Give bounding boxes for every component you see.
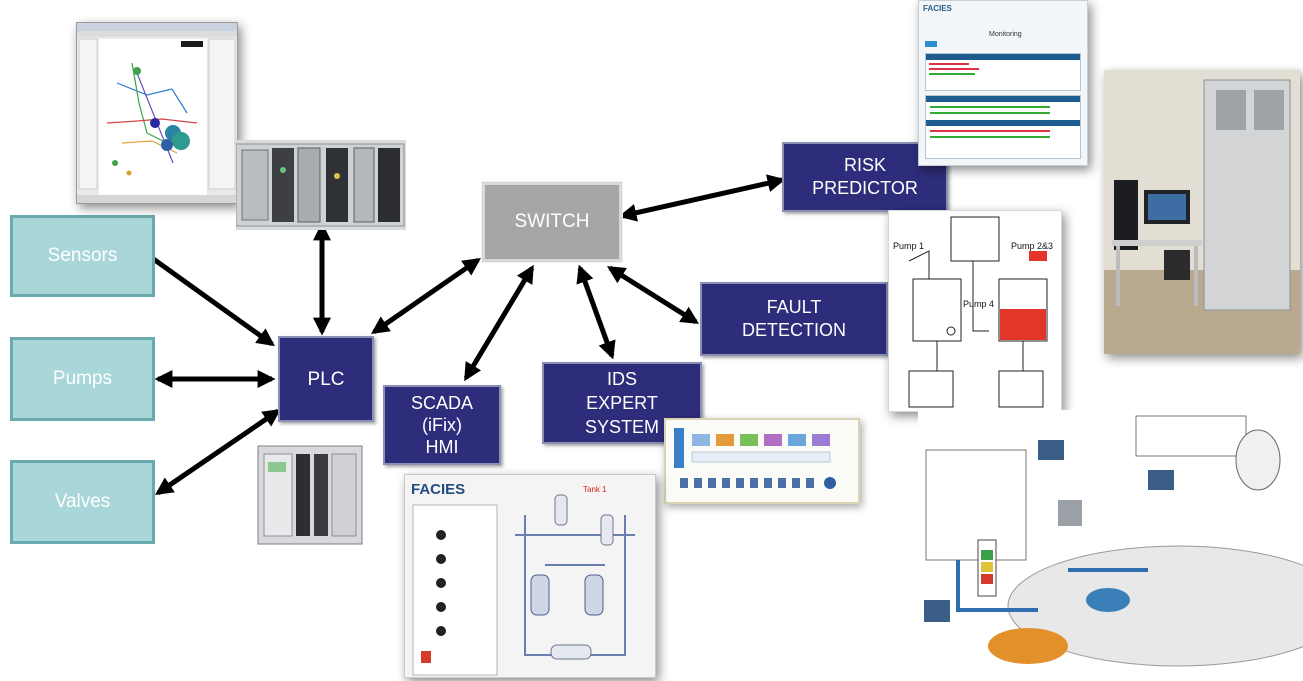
arrow-plc-switch [371, 257, 481, 335]
ids-flow-image [674, 428, 836, 489]
switch-label: SWITCH [514, 211, 590, 232]
arrow-switch-scada [463, 264, 535, 382]
water-management-image [924, 415, 1303, 667]
plc-label: PLC [307, 368, 345, 390]
pumps-label: Pumps [52, 368, 113, 389]
switch-box: SWITCH [482, 182, 622, 262]
risk-app-title: Monitoring [989, 31, 1022, 38]
scada-hmi-screenshot: FACIES Tank 1 [404, 474, 656, 678]
sensors-box: Sensors [10, 215, 155, 297]
tank-system-image: Pump 1 Pump 2&3 Pump 4 [893, 216, 1053, 408]
plc-rack-image [235, 143, 405, 227]
arrow-switch-fault [606, 265, 700, 325]
plc-module-photo [250, 440, 370, 550]
network-map-screenshot [76, 22, 238, 204]
scada-label: SCADA (iFix) HMI [410, 393, 473, 457]
risk-app-button [925, 41, 937, 47]
scada-box: SCADA (iFix) HMI [383, 385, 501, 465]
sensors-label: Sensors [47, 245, 118, 266]
risk-app-panel-1 [925, 53, 1081, 91]
pump1-text: Pump 1 [893, 241, 924, 251]
risk-monitoring-screenshot: FACIES Monitoring [918, 0, 1088, 166]
scada-panel-image [412, 494, 635, 676]
pump4-text: Pump 4 [963, 299, 994, 309]
arrow-switch-ids [576, 264, 616, 360]
plc-box: PLC [278, 336, 374, 422]
valves-box: Valves [10, 460, 155, 544]
risk-predictor-label: RISK PREDICTOR [812, 155, 918, 198]
scada-brand: FACIES [411, 481, 466, 498]
tank-system-diagram: Pump 1 Pump 2&3 Pump 4 [888, 210, 1062, 412]
scada-tank-label: Tank 1 [583, 485, 607, 494]
water-management-overview [918, 410, 1303, 676]
network-map-image [77, 23, 237, 203]
pump23-text: Pump 2&3 [1011, 241, 1053, 251]
plc-module-image [257, 445, 363, 545]
lab-testbed-photo [1104, 70, 1300, 354]
arrow-sensors-plc [150, 255, 275, 347]
pumps-box: Pumps [10, 337, 155, 421]
ids-flow-screenshot [664, 418, 860, 504]
risk-app-panel-2 [925, 95, 1081, 159]
ids-label: IDS EXPERT SYSTEM [584, 369, 659, 437]
arrow-valves-plc [155, 408, 281, 496]
lab-testbed-image [1104, 70, 1300, 354]
arrow-switch-risk [618, 174, 786, 222]
fault-detection-label: FAULT DETECTION [741, 297, 846, 340]
risk-app-brand: FACIES [923, 4, 952, 13]
valves-label: Valves [54, 491, 111, 512]
plc-rack-photo [235, 140, 406, 230]
fault-detection-box: FAULT DETECTION [700, 282, 888, 356]
